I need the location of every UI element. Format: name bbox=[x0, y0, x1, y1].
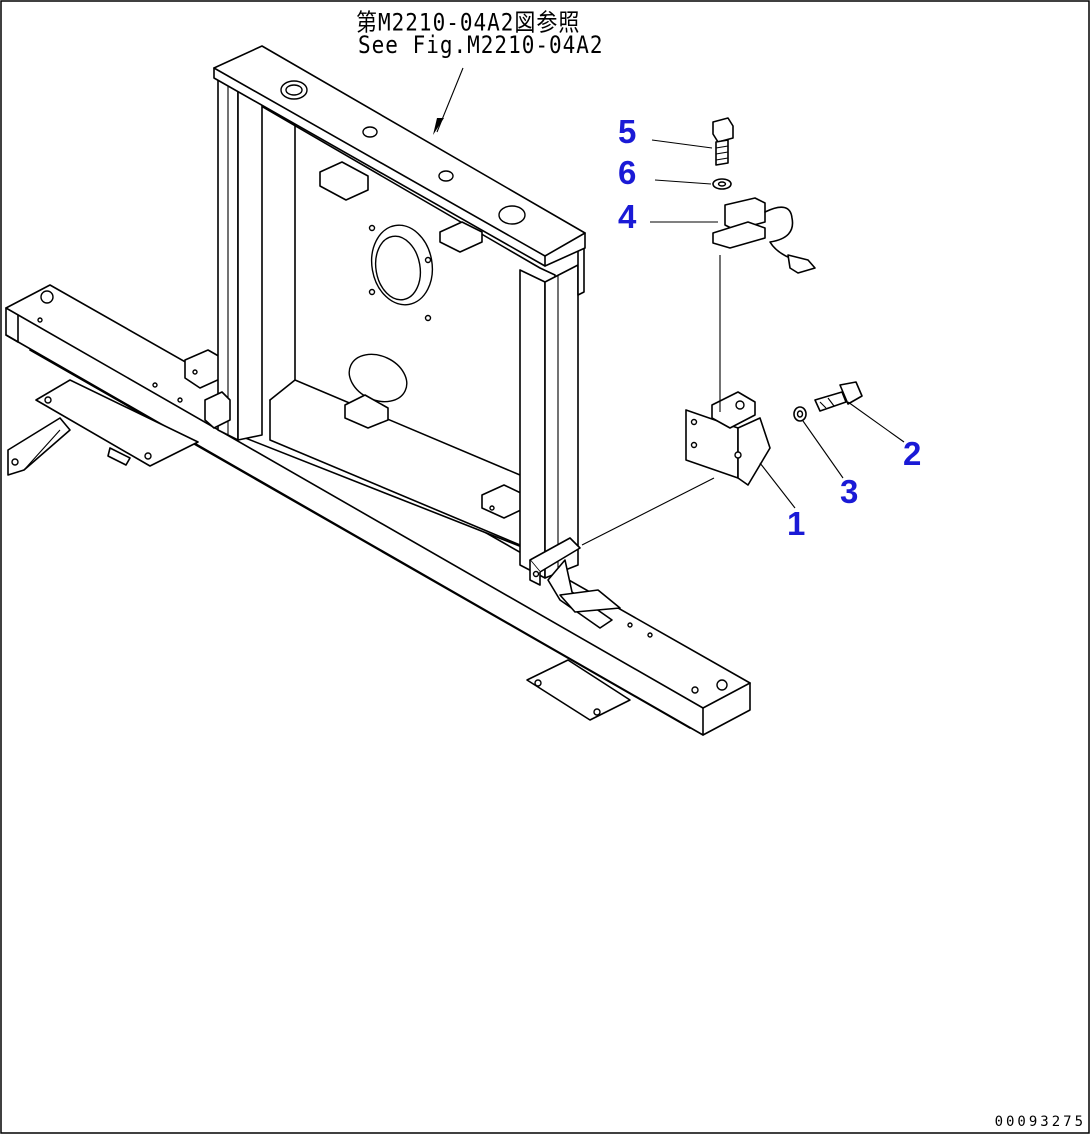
callout-5: 5 bbox=[618, 113, 637, 150]
reference-note-en: See Fig.M2210-04A2 bbox=[358, 31, 604, 59]
part-2-bolt bbox=[814, 381, 863, 412]
part-6-washer bbox=[712, 178, 732, 190]
callout-6: 6 bbox=[618, 154, 637, 191]
top-plate bbox=[213, 45, 586, 267]
right-post bbox=[519, 247, 585, 579]
part-5-bolt bbox=[712, 117, 734, 166]
back-panel bbox=[184, 84, 556, 561]
reference-note-ja: 第M2210-04A2図参照 bbox=[356, 8, 581, 37]
callout-4: 4 bbox=[618, 198, 637, 235]
main-frame bbox=[5, 45, 751, 736]
right-bottom-plate bbox=[526, 659, 631, 721]
lower-beam bbox=[5, 284, 751, 736]
drawing-number: 00093275 bbox=[994, 1114, 1086, 1130]
part-3-washer bbox=[793, 406, 807, 422]
part-1-bracket bbox=[685, 255, 771, 486]
reference-leader bbox=[433, 67, 464, 135]
left-post bbox=[204, 79, 263, 441]
callout-2: 2 bbox=[903, 435, 922, 472]
part-4-sensor bbox=[712, 197, 816, 274]
post-mount-bracket bbox=[529, 537, 621, 629]
callout-1: 1 bbox=[787, 505, 806, 542]
assembly-line-1 bbox=[581, 477, 715, 546]
callout-leaders bbox=[650, 139, 905, 509]
callout-3: 3 bbox=[840, 473, 859, 510]
left-bottom-plate bbox=[7, 379, 199, 476]
